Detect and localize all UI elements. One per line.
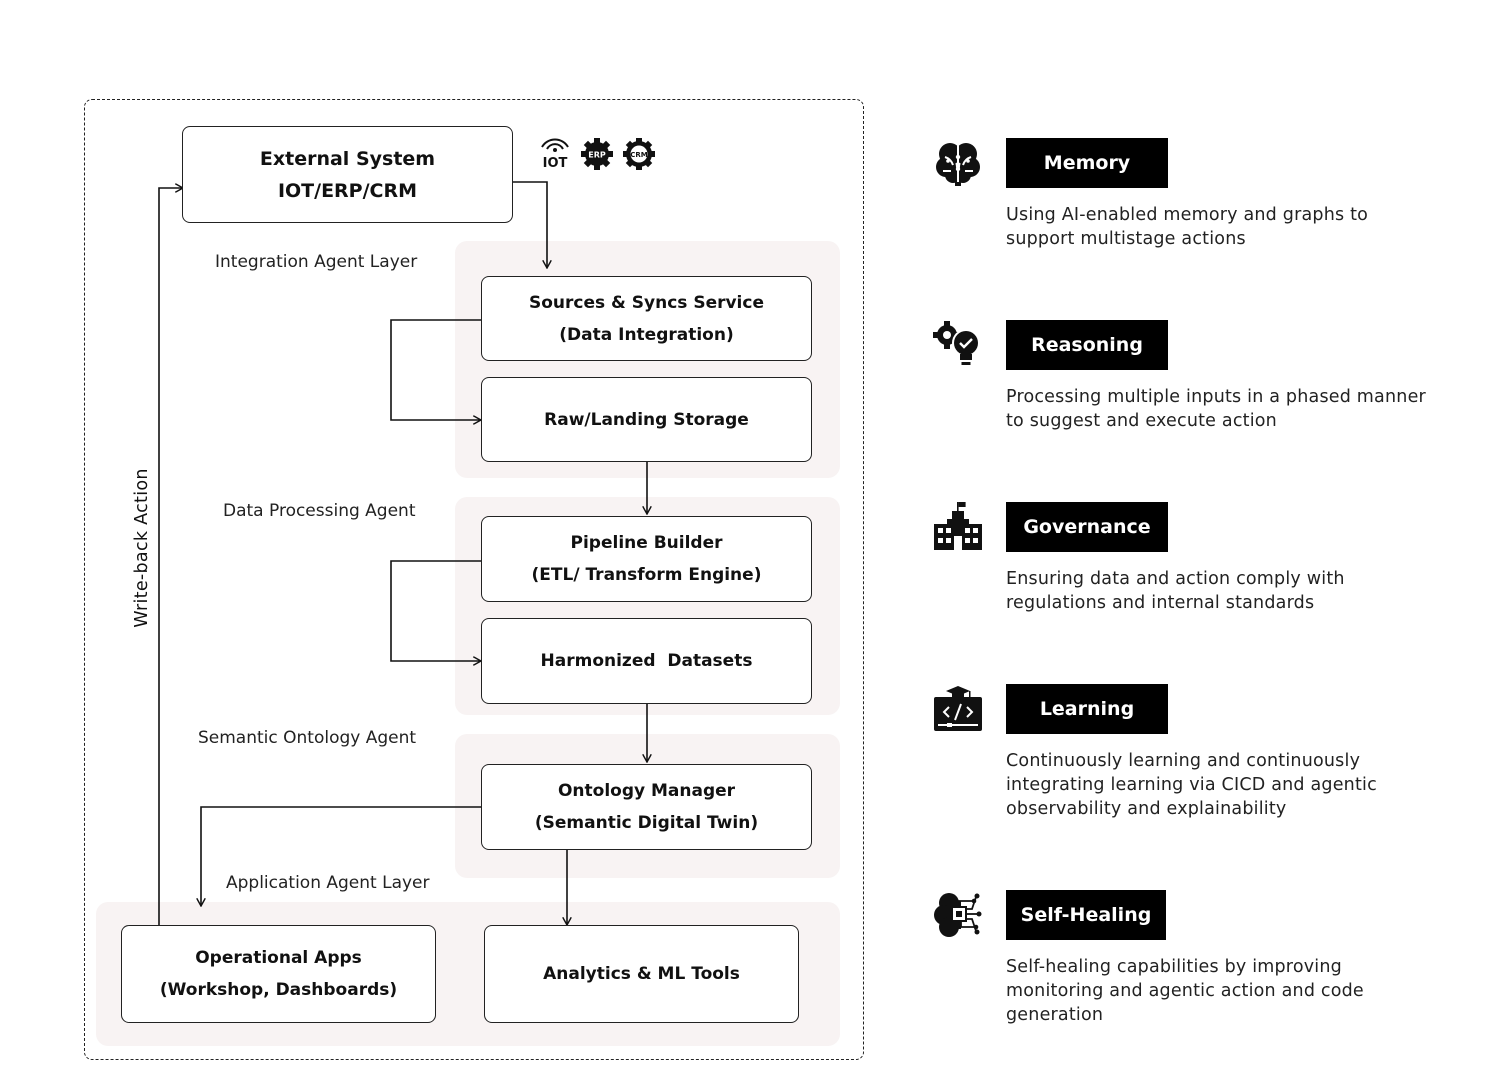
harmonized-title: Harmonized Datasets — [540, 651, 753, 671]
crm-icon: CRM — [623, 138, 655, 170]
svg-text:ERP: ERP — [588, 151, 606, 160]
application-layer-label: Application Agent Layer — [226, 873, 430, 893]
arrow-ontology-to-operational — [201, 806, 481, 906]
pipeline-title: Pipeline Builder — [570, 533, 723, 553]
ontology-subtitle: (Semantic Digital Twin) — [534, 813, 759, 833]
operational-subtitle: (Workshop, Dashboards) — [159, 980, 398, 1000]
reasoning-description: Processing multiple inputs in a phased m… — [1006, 387, 1426, 431]
raw-title: Raw/Landing Storage — [544, 409, 749, 430]
brain-chip-icon — [934, 893, 982, 937]
processing-layer-label: Data Processing Agent — [223, 501, 416, 521]
arrow-pipeline-to-harmonized — [390, 560, 481, 661]
architecture-frame — [84, 99, 864, 1060]
iot-icon: IOT — [541, 138, 569, 171]
self-healing-description: Self-healing capabilities by improving m… — [1006, 957, 1364, 1025]
self-healing-tag: Self-Healing — [1006, 890, 1166, 940]
writeback-label: Write-back Action — [132, 468, 152, 628]
analytics-title: Analytics & ML Tools — [543, 964, 740, 984]
semantic-layer-label: Semantic Ontology Agent — [198, 728, 417, 748]
ontology-manager-box: Ontology Manager (Semantic Digital Twin) — [481, 764, 812, 850]
memory-description: Using AI-enabled memory and graphs to su… — [1006, 205, 1369, 249]
arrow-external-to-sources — [512, 181, 547, 268]
operational-title: Operational Apps — [195, 948, 362, 968]
arrow-writeback — [158, 188, 183, 925]
governance-description: Ensuring data and action comply with reg… — [1006, 569, 1345, 613]
reasoning-tag: Reasoning — [1006, 320, 1168, 370]
raw-storage-box: Raw/Landing Storage — [481, 377, 812, 462]
external-system-title: External System — [259, 147, 436, 170]
sources-subtitle: (Data Integration) — [559, 324, 734, 345]
erp-icon: ERP — [581, 138, 613, 170]
memory-tag: Memory — [1006, 138, 1168, 188]
external-system-box: External System IOT/ERP/CRM — [182, 126, 513, 223]
svg-text:IOT: IOT — [543, 156, 568, 171]
svg-text:CRM: CRM — [630, 151, 648, 159]
sources-title: Sources & Syncs Service — [528, 292, 764, 313]
operational-apps-box: Operational Apps (Workshop, Dashboards) — [121, 925, 436, 1023]
lightbulb-gear-icon — [933, 321, 980, 365]
learning-description: Continuously learning and continuously i… — [1006, 751, 1377, 819]
external-system-subtitle: IOT/ERP/CRM — [277, 179, 418, 202]
arrow-sources-to-raw — [390, 319, 481, 420]
harmonized-datasets-box: Harmonized Datasets — [481, 618, 812, 704]
code-learning-icon — [934, 686, 982, 731]
sources-syncs-box: Sources & Syncs Service (Data Integratio… — [481, 276, 812, 361]
pipeline-subtitle: (ETL/ Transform Engine) — [531, 565, 762, 585]
learning-tag: Learning — [1006, 684, 1168, 734]
analytics-ml-box: Analytics & ML Tools — [484, 925, 799, 1023]
integration-layer-label: Integration Agent Layer — [215, 252, 418, 272]
system-icons: IOT ERP CRM — [538, 137, 656, 171]
brain-icon — [936, 143, 980, 186]
ontology-title: Ontology Manager — [557, 781, 736, 801]
government-building-icon — [934, 502, 982, 550]
pipeline-builder-box: Pipeline Builder (ETL/ Transform Engine) — [481, 516, 812, 602]
governance-tag: Governance — [1006, 502, 1168, 552]
